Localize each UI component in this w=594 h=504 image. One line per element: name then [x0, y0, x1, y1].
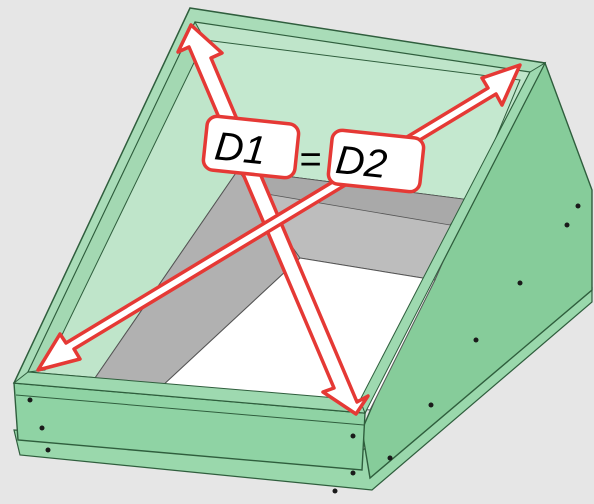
label-d2-box: D2	[326, 128, 426, 194]
rivet	[428, 402, 434, 408]
label-d2: D2	[334, 138, 389, 187]
rivet	[473, 337, 479, 343]
rivet	[350, 433, 356, 439]
rivet	[45, 447, 51, 453]
label-d2-frame	[326, 128, 426, 194]
opening-floor	[158, 257, 436, 411]
rivet	[39, 425, 45, 431]
label-d1-box: D1	[201, 114, 301, 180]
rivets	[27, 203, 581, 494]
rivet	[387, 455, 393, 461]
front-wall-edge	[15, 394, 365, 426]
rivet	[564, 222, 570, 228]
equals-sign: =	[299, 139, 321, 181]
label-d1-frame	[201, 114, 301, 180]
rivet	[350, 470, 356, 476]
arrow-d2-shape	[36, 63, 522, 372]
right-ledge	[359, 61, 547, 415]
arrow-d2	[36, 63, 522, 372]
label-d1: D1	[213, 124, 268, 173]
rivet	[27, 397, 33, 403]
rivet	[517, 280, 523, 286]
rivet	[575, 203, 581, 209]
rivet	[332, 488, 338, 494]
